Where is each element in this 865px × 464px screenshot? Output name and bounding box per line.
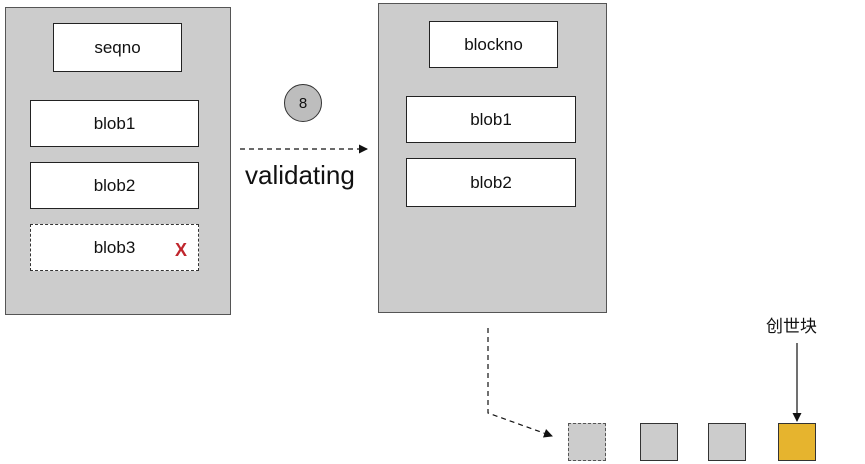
left-blob1-label: blob1	[93, 113, 136, 133]
blockno-box: blockno	[429, 21, 558, 68]
right-blob1-box: blob1	[406, 96, 576, 143]
chain-block	[708, 423, 746, 461]
step-number: 8	[298, 94, 308, 112]
chain-block	[640, 423, 678, 461]
left-blob2-label: blob2	[93, 175, 136, 195]
blockno-label: blockno	[464, 34, 523, 54]
right-blob1-label: blob1	[470, 109, 512, 129]
left-blob3-box: blob3	[30, 224, 199, 271]
left-blob3-label: blob3	[93, 237, 136, 257]
right-blob2-label: blob2	[470, 172, 512, 192]
step-number-circle: 8	[284, 84, 322, 122]
reject-mark: X	[175, 240, 188, 260]
left-blob2-box: blob2	[30, 162, 199, 209]
right-blob2-box: blob2	[406, 158, 576, 207]
chain-block-pending	[568, 423, 606, 461]
validating-label: validating	[245, 160, 355, 190]
seqno-label: seqno	[94, 37, 141, 57]
chain-block-genesis	[778, 423, 816, 461]
genesis-label: 创世块	[766, 317, 817, 336]
seqno-box: seqno	[53, 23, 182, 72]
commit-arrow	[487, 328, 553, 438]
left-blob1-box: blob1	[30, 100, 199, 147]
